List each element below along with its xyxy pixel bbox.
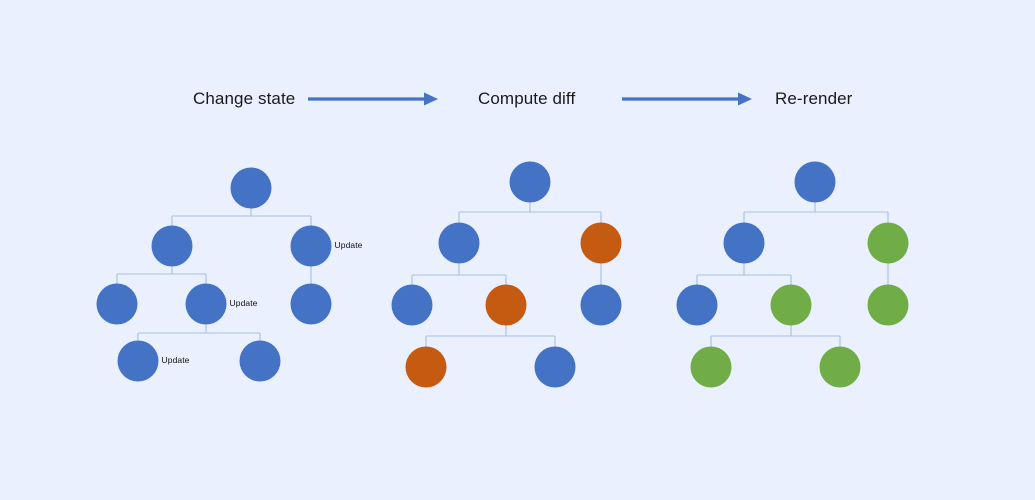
tree-node-change-state-lrr[interactable] <box>239 340 281 382</box>
tree-node-re-render-ll[interactable] <box>676 284 718 326</box>
tree-change-state <box>96 167 332 382</box>
flow-arrow-change-state <box>308 90 442 113</box>
tree-node-re-render-lrl[interactable] <box>690 346 732 388</box>
stage-label-change-state: Change state <box>193 89 296 108</box>
tree-node-compute-diff-r[interactable] <box>580 222 622 264</box>
node-annotation-change-state-r: Update <box>334 240 363 250</box>
tree-node-compute-diff-lr[interactable] <box>485 284 527 326</box>
stage-label-compute-diff: Compute diff <box>478 89 576 108</box>
tree-node-change-state-rc[interactable] <box>290 283 332 325</box>
tree-node-re-render-r[interactable] <box>867 222 909 264</box>
tree-compute-diff <box>391 161 622 388</box>
tree-node-change-state-root[interactable] <box>230 167 272 209</box>
tree-node-re-render-lr[interactable] <box>770 284 812 326</box>
tree-node-change-state-l[interactable] <box>151 225 193 267</box>
tree-node-re-render-root[interactable] <box>794 161 836 203</box>
tree-node-compute-diff-lrl[interactable] <box>405 346 447 388</box>
tree-node-change-state-lr[interactable] <box>185 283 227 325</box>
tree-node-compute-diff-root[interactable] <box>509 161 551 203</box>
tree-node-re-render-rc[interactable] <box>867 284 909 326</box>
tree-node-compute-diff-ll[interactable] <box>391 284 433 326</box>
tree-node-change-state-ll[interactable] <box>96 283 138 325</box>
tree-node-compute-diff-rc[interactable] <box>580 284 622 326</box>
flow-arrow-compute-diff <box>622 90 756 113</box>
node-annotation-change-state-lr: Update <box>229 298 258 308</box>
tree-node-re-render-l[interactable] <box>723 222 765 264</box>
tree-node-re-render-lrr[interactable] <box>819 346 861 388</box>
tree-re-render <box>676 161 909 388</box>
tree-node-change-state-lrl[interactable] <box>117 340 159 382</box>
tree-node-change-state-r[interactable] <box>290 225 332 267</box>
tree-node-compute-diff-l[interactable] <box>438 222 480 264</box>
node-annotation-change-state-lrl: Update <box>161 355 190 365</box>
stage-label-re-render: Re-render <box>775 89 853 108</box>
tree-node-compute-diff-lrr[interactable] <box>534 346 576 388</box>
